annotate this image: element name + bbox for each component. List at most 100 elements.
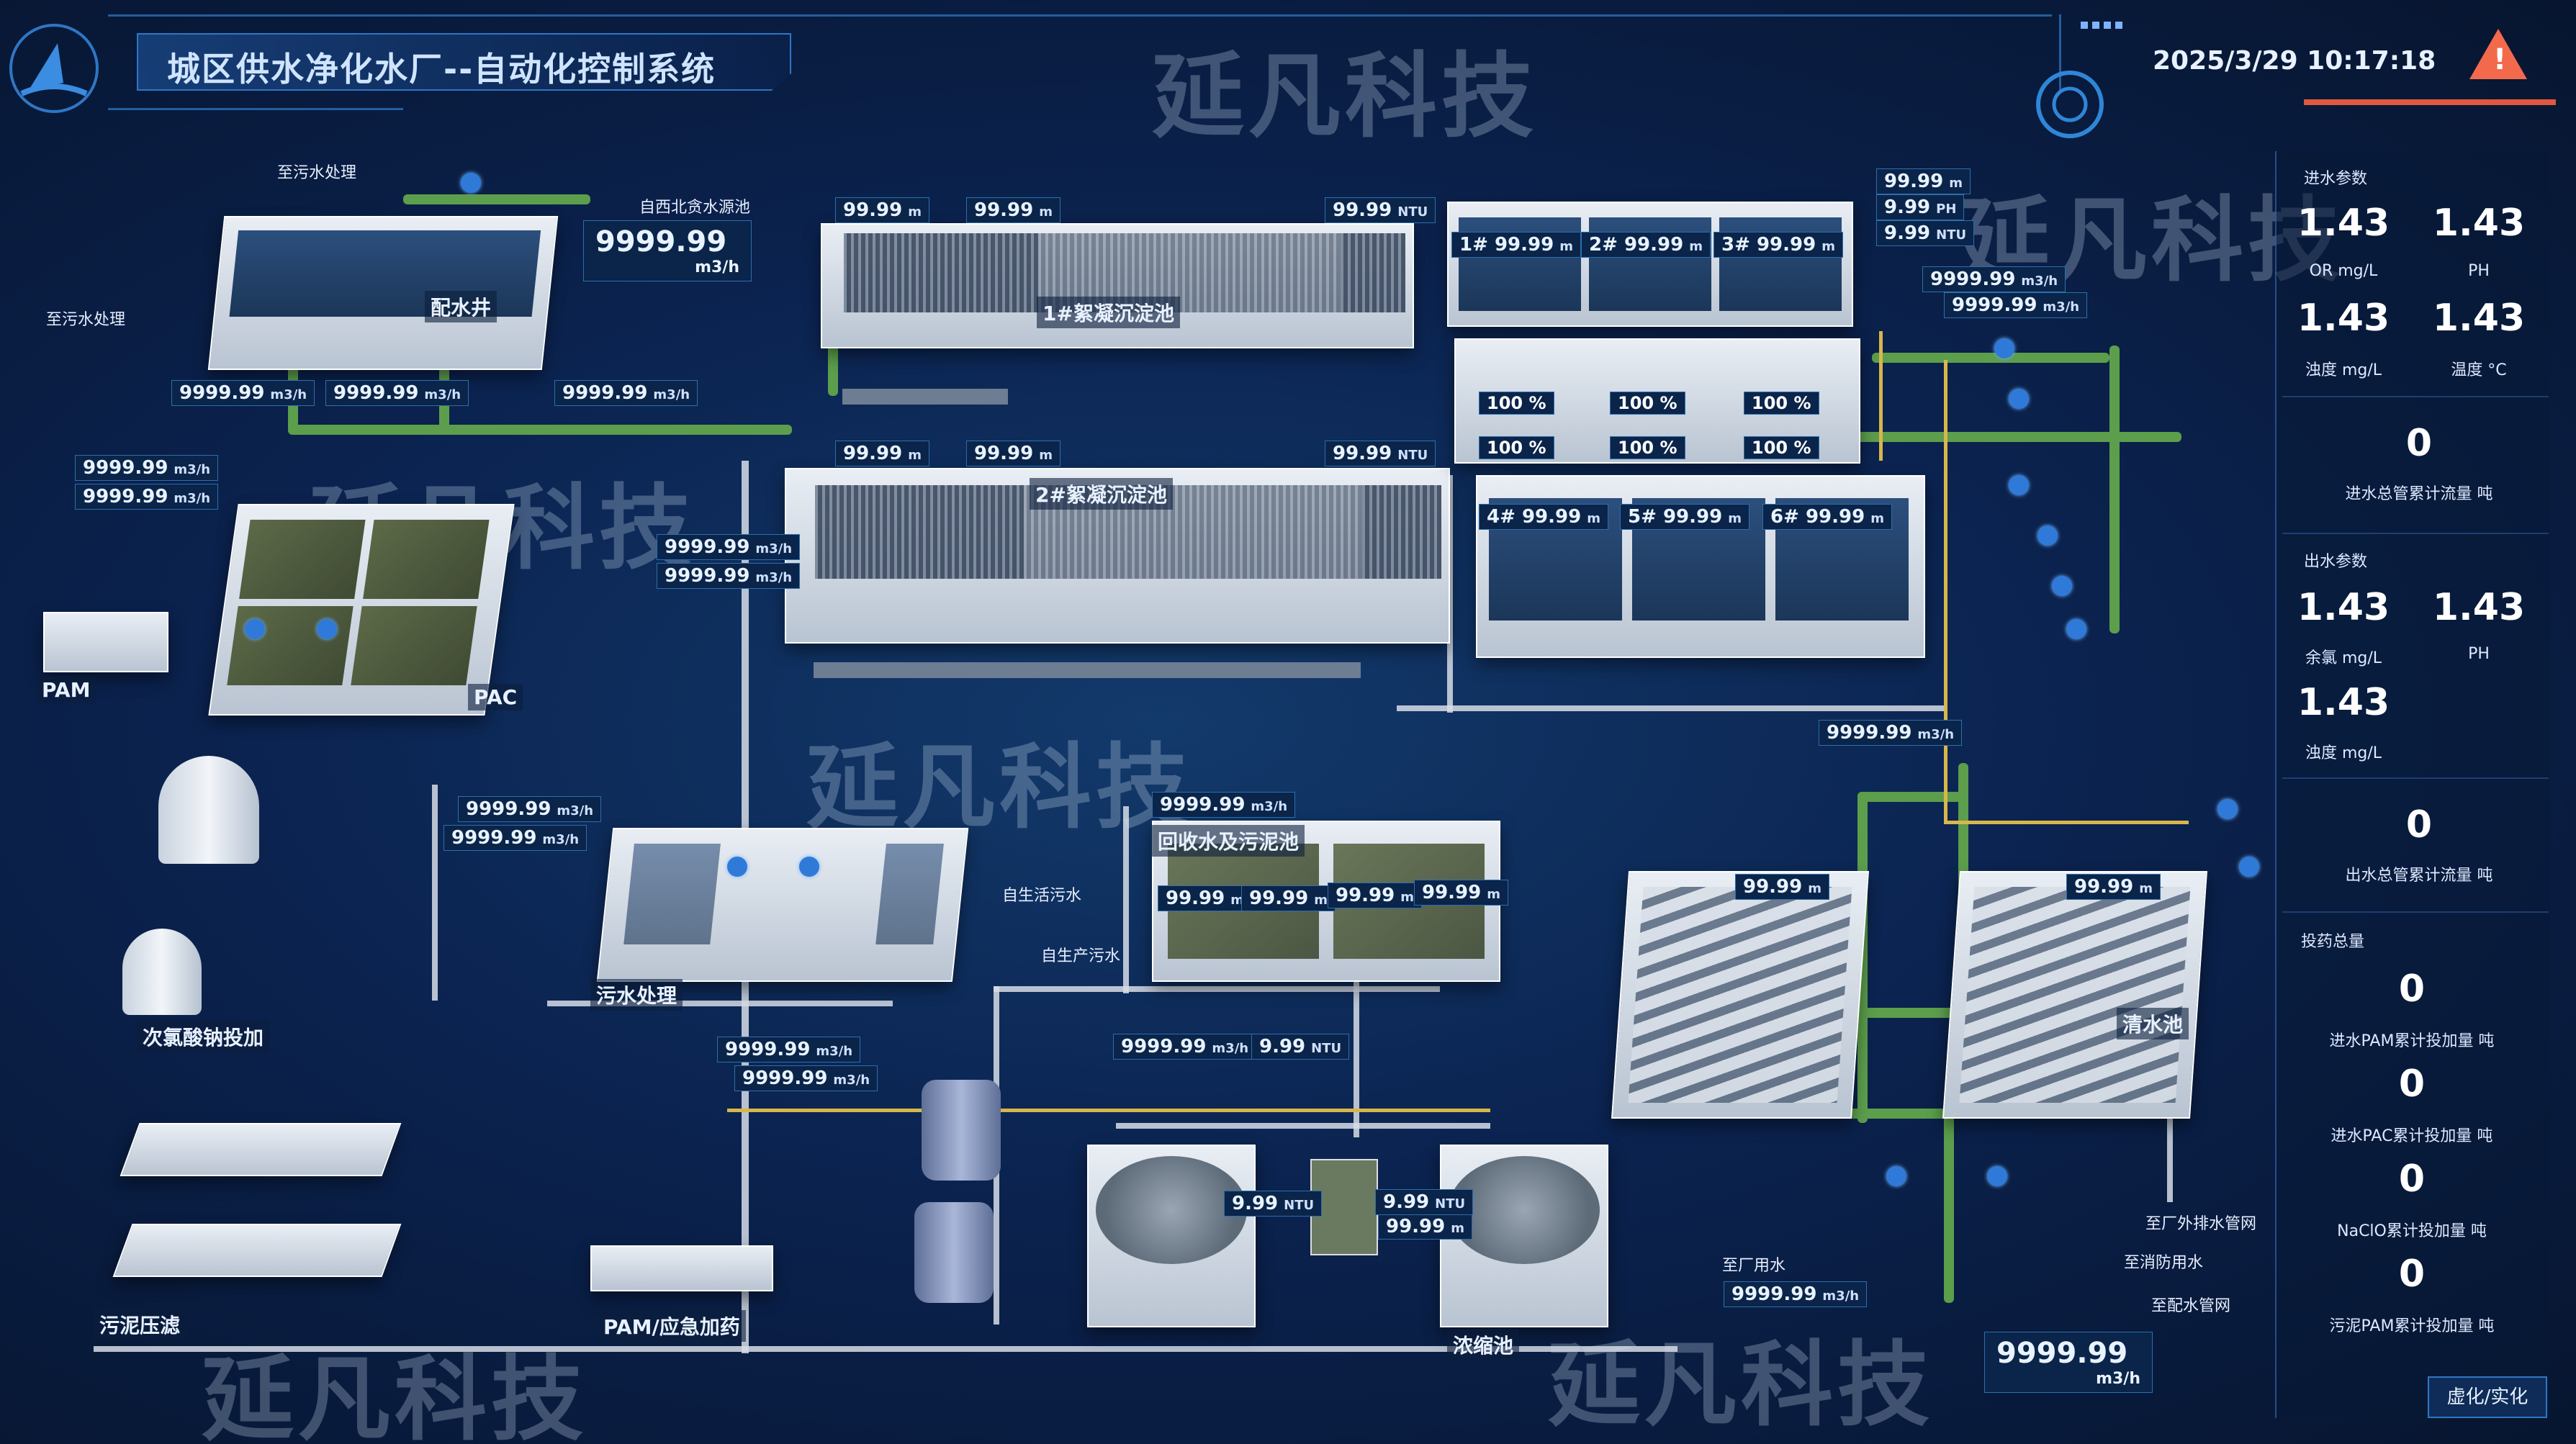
outlet-turbidity-label: 浊度 mg/L — [2305, 744, 2382, 762]
label-pam-emergency: PAM/应急加药 — [598, 1310, 746, 1342]
alarm-bar — [2304, 99, 2556, 105]
pump-icon[interactable] — [2239, 857, 2259, 877]
flow-label: 自生活污水 — [1002, 887, 1082, 905]
pump-icon[interactable] — [2066, 619, 2086, 639]
flow-label: 至污水处理 — [46, 311, 126, 329]
mixer-icon[interactable] — [317, 619, 337, 639]
distribution-well[interactable] — [207, 216, 559, 370]
chemical-tank[interactable] — [922, 1080, 1001, 1181]
dosing-naclo-value: 0 — [2398, 1158, 2426, 1201]
mixer-icon[interactable] — [799, 857, 819, 877]
pipe — [1857, 792, 1965, 802]
filter-group-bottom[interactable] — [1476, 475, 1925, 658]
inlet-temp-value: 1.43 — [2432, 297, 2526, 340]
panel-divider — [2282, 533, 2549, 534]
pipe — [727, 1109, 1490, 1112]
flow-label: 自西北贪水源池 — [639, 199, 751, 217]
chemical-tank[interactable] — [914, 1202, 994, 1303]
label-thickener: 浓缩池 — [1447, 1329, 1520, 1360]
watermark: 延凡科技 — [1152, 43, 1539, 150]
label-sludge-press: 污泥压滤 — [94, 1309, 186, 1340]
thickener-1[interactable] — [1087, 1145, 1256, 1327]
flow-label: 至配水管网 — [2151, 1297, 2231, 1315]
clear-water-tank-2[interactable] — [1942, 871, 2208, 1119]
pipe — [1944, 360, 1947, 821]
valve-icon[interactable] — [461, 173, 481, 193]
clear-water-tank-1[interactable] — [1611, 871, 1870, 1119]
header-frame-line — [2059, 14, 2061, 94]
alarm-icon[interactable] — [2469, 29, 2527, 79]
filter-group-top[interactable] — [1447, 202, 1853, 327]
sludge-press[interactable] — [112, 1224, 402, 1277]
pump-icon[interactable] — [1994, 338, 2014, 358]
pump-icon[interactable] — [1886, 1166, 1906, 1186]
pipe — [1397, 705, 1944, 711]
pipe — [432, 785, 438, 1001]
sewage-treatment-tank[interactable] — [596, 828, 969, 982]
pump-icon[interactable] — [2217, 799, 2238, 819]
pipe — [1872, 353, 2109, 363]
logo-icon — [7, 22, 101, 115]
pump-icon[interactable] — [2009, 475, 2029, 495]
mixer-icon[interactable] — [245, 619, 265, 639]
valve-open-pct: 100 % — [1610, 436, 1685, 459]
naclo-tank[interactable] — [158, 756, 259, 864]
pump-icon[interactable] — [2052, 576, 2072, 596]
pump-icon[interactable] — [2009, 389, 2029, 409]
header-frame-line — [108, 108, 403, 110]
header-frame-line — [108, 14, 2052, 17]
outlet-chlorine-value: 1.43 — [2297, 586, 2390, 629]
naclo-tank[interactable] — [122, 929, 202, 1015]
panel-divider — [2282, 911, 2549, 913]
inlet-total-label: 进水总管累计流量 吨 — [2345, 485, 2493, 503]
inlet-ph-label: PH — [2468, 262, 2490, 280]
settling-tank-2[interactable] — [785, 468, 1450, 644]
label-recycle-tank: 回收水及污泥池 — [1152, 825, 1305, 857]
datetime: 2025/3/29 10:17:18 — [2153, 46, 2436, 76]
valve-open-pct: 100 % — [1479, 436, 1554, 459]
dosing-sludge-pam-value: 0 — [2398, 1253, 2426, 1296]
label-distribution-well: 配水井 — [425, 291, 497, 322]
flow-label: 自生产污水 — [1041, 947, 1121, 965]
valve-open-pct: 100 % — [1610, 392, 1685, 415]
sludge-press[interactable] — [120, 1123, 402, 1176]
inlet-section-title: 进水参数 — [2304, 170, 2368, 188]
flow-label: 至消防用水 — [2124, 1254, 2204, 1272]
pump-icon[interactable] — [1987, 1166, 2007, 1186]
mixer-icon[interactable] — [727, 857, 747, 877]
pipe — [1447, 475, 1453, 713]
outlet-ph-value: 1.43 — [2432, 586, 2526, 629]
dosing-tank-pam[interactable] — [43, 612, 168, 672]
inlet-turbidity-value: 1.43 — [2297, 297, 2390, 340]
dosing-section-title: 投药总量 — [2301, 933, 2365, 951]
pipe — [1116, 1123, 1490, 1129]
toggle-view-button[interactable]: 虚化/实化 — [2428, 1376, 2547, 1418]
panel-divider — [2282, 396, 2549, 397]
dosing-pam-label: 进水PAM累计投加量 吨 — [2329, 1032, 2495, 1050]
settling-tank-1[interactable] — [821, 223, 1414, 348]
pump-icon[interactable] — [2037, 525, 2058, 546]
pam-emergency-skid[interactable] — [590, 1245, 773, 1291]
thickener-2[interactable] — [1440, 1145, 1608, 1327]
